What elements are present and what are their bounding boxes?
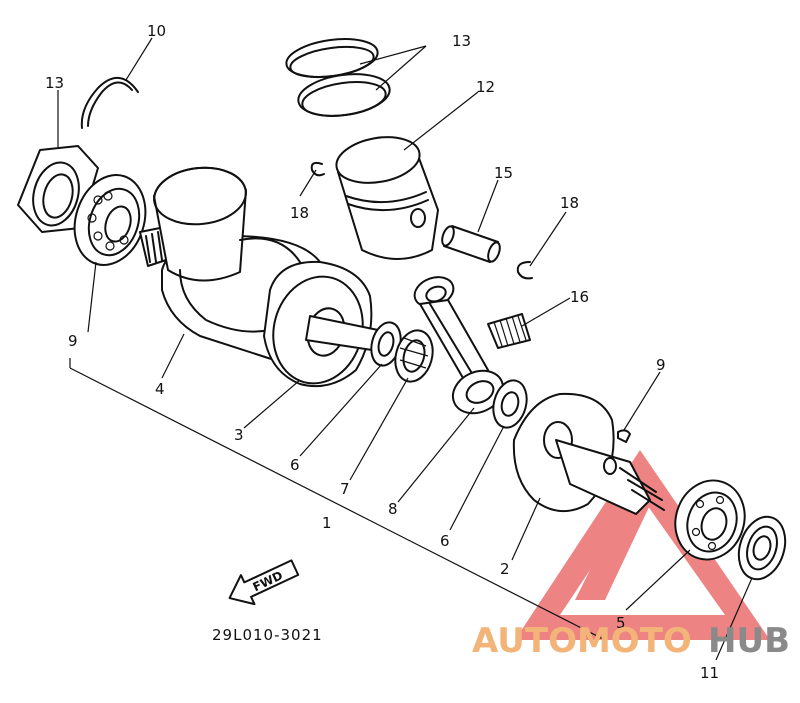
label-part-11: 11 bbox=[700, 664, 719, 682]
label-part-17: 16 bbox=[570, 288, 589, 306]
crank-web-right-shaft bbox=[512, 392, 665, 515]
watermark-hub: HUB bbox=[708, 621, 790, 661]
label-part-2: 2 bbox=[500, 560, 510, 578]
label-part-9: 9 bbox=[68, 332, 78, 350]
leader-lines bbox=[57, 37, 753, 661]
label-part-5: 5 bbox=[616, 614, 626, 632]
label-part-6-right: 6 bbox=[440, 532, 450, 550]
small-end-needle-bearing bbox=[487, 313, 531, 349]
label-part-16: 15 bbox=[494, 164, 513, 182]
label-part-18-upper: 18 bbox=[290, 204, 309, 222]
label-part-14: 12 bbox=[476, 78, 495, 96]
main-bearing-right bbox=[674, 479, 746, 561]
assembly-axis-line bbox=[69, 358, 606, 641]
label-part-12: 10 bbox=[147, 22, 166, 40]
woodruff-key bbox=[617, 429, 631, 443]
part-labels: 10 13 13 12 18 15 18 16 9 9 4 3 6 7 1 8 … bbox=[45, 22, 719, 682]
piston-pin bbox=[441, 225, 501, 263]
label-part-3: 3 bbox=[234, 426, 244, 444]
forward-arrow-icon: FWD bbox=[228, 559, 300, 606]
label-part-1: 1 bbox=[322, 514, 332, 532]
oil-seal-right bbox=[737, 515, 787, 581]
piston bbox=[335, 136, 439, 260]
watermark-text: AUTOMOTO HUB bbox=[472, 621, 790, 661]
label-part-15: 13 bbox=[452, 32, 471, 50]
label-part-13: 13 bbox=[45, 74, 64, 92]
label-part-4: 4 bbox=[155, 380, 165, 398]
watermark-automoto: AUTOMOTO bbox=[472, 621, 692, 661]
label-part-7: 7 bbox=[340, 480, 350, 498]
label-part-8: 8 bbox=[388, 500, 398, 518]
connecting-rod bbox=[413, 276, 505, 415]
piston-rings bbox=[285, 38, 391, 117]
piston-pin-clip-upper bbox=[310, 161, 325, 177]
piston-pin-clip-lower bbox=[516, 261, 533, 280]
big-end-needle-bearing bbox=[394, 329, 434, 383]
thrust-washer-right bbox=[492, 379, 528, 429]
label-part-10: 9 bbox=[656, 356, 666, 374]
label-part-18-lower: 18 bbox=[560, 194, 579, 212]
oil-seal-circlip bbox=[80, 77, 139, 129]
crank-web-right bbox=[263, 260, 379, 388]
drawing-code: 29L010-3021 bbox=[212, 626, 323, 644]
label-part-6-left: 6 bbox=[290, 456, 300, 474]
